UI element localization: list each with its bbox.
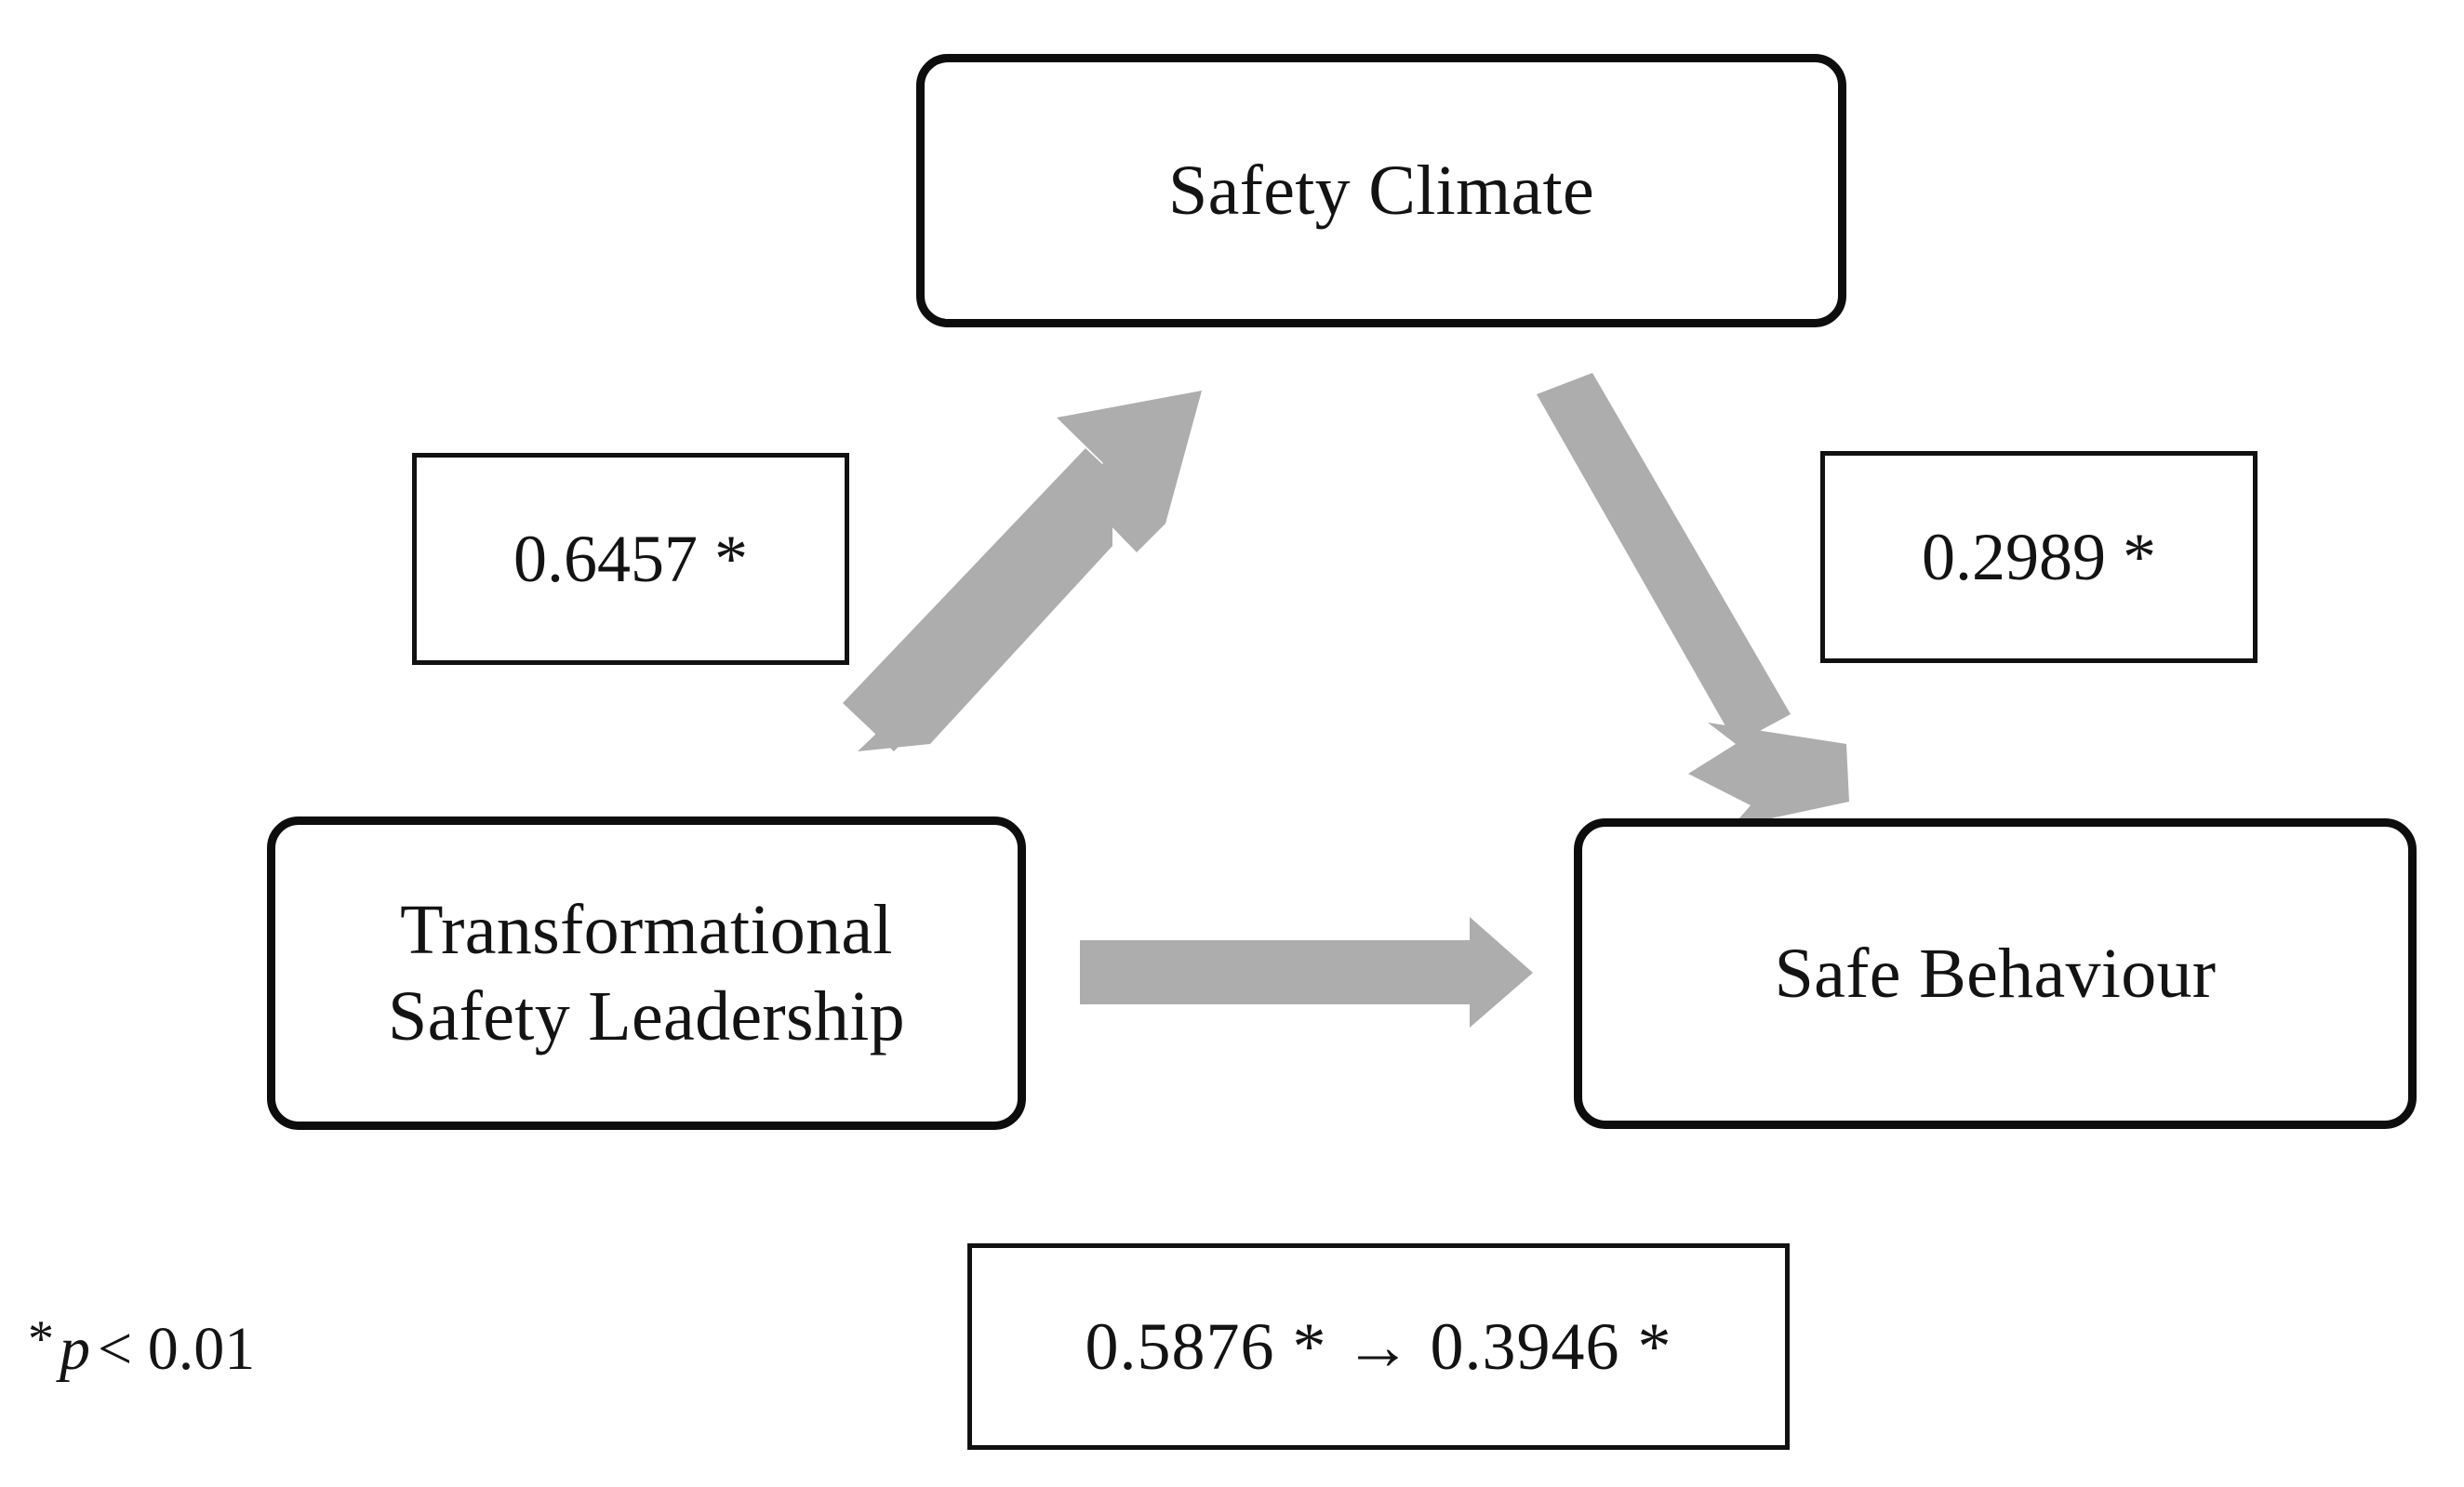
node-safety-climate[interactable]: Safety Climate — [916, 54, 1846, 327]
coefficient-label-path-c: 0.5876 * → 0.3946 * — [1085, 1308, 1672, 1384]
coefficient-label-path-a: 0.6457 * — [513, 521, 748, 596]
footnote-p-symbol: p — [60, 1315, 90, 1383]
arrow-path-a — [843, 391, 1202, 751]
footnote-asterisk: * — [28, 1310, 54, 1368]
footnote-condition: < 0.01 — [98, 1315, 256, 1383]
significance-footnote: *p< 0.01 — [28, 1309, 255, 1385]
arrow-path-c — [1080, 917, 1533, 1028]
node-safety-climate-label: Safety Climate — [1168, 151, 1594, 230]
node-transformational-safety-leadership-label: Transformational Safety Leadership — [388, 890, 905, 1056]
node-safe-behaviour-label: Safe Behaviour — [1774, 934, 2217, 1013]
coefficient-box-path-a[interactable]: 0.6457 * — [412, 453, 849, 665]
node-transformational-safety-leadership[interactable]: Transformational Safety Leadership — [267, 817, 1026, 1130]
node-safe-behaviour[interactable]: Safe Behaviour — [1574, 818, 2417, 1129]
coefficient-box-path-c[interactable]: 0.5876 * → 0.3946 * — [967, 1243, 1790, 1450]
coefficient-label-path-b: 0.2989 * — [1922, 519, 2156, 594]
coefficient-box-path-b[interactable]: 0.2989 * — [1820, 451, 2258, 663]
arrow-path-b — [1537, 373, 1849, 827]
